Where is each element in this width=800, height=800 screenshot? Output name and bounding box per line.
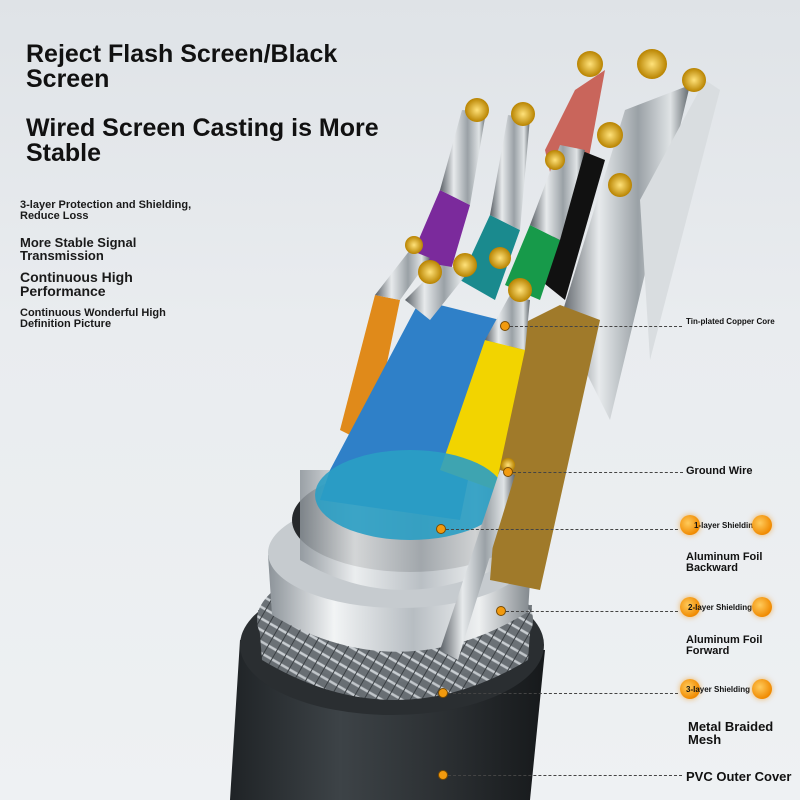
- feature-high-performance: Continuous High Performance: [20, 269, 133, 299]
- badge-label: 1-layer Shielding: [694, 521, 759, 530]
- callout-dot-aluminum-forward: [496, 606, 506, 616]
- callout-dot-pvc-cover: [438, 770, 448, 780]
- orange-ball-icon: [752, 515, 772, 535]
- label-pvc-outer-cover: PVC Outer Cover: [686, 769, 792, 784]
- callout-line-aluminum-backward: [446, 529, 678, 530]
- callout-dot-braided-mesh: [438, 688, 448, 698]
- badge-label: 2-layer Shielding: [688, 603, 753, 612]
- orange-ball-icon: [752, 597, 772, 617]
- callout-line-aluminum-forward: [506, 611, 678, 612]
- callout-line-tin-core: [510, 326, 682, 327]
- callout-dot-ground-wire: [503, 467, 513, 477]
- orange-ball-icon: [752, 679, 772, 699]
- callout-dot-aluminum-backward: [436, 524, 446, 534]
- label-aluminum-foil-backward: Aluminum Foil Backward: [686, 551, 763, 574]
- orange-ball-icon: [680, 679, 700, 699]
- callout-line-ground-wire: [513, 472, 683, 473]
- feature-protection: 3-layer Protection and Shielding, Reduce…: [20, 199, 192, 222]
- label-aluminum-foil-forward: Aluminum Foil Forward: [686, 634, 763, 657]
- feature-stable-signal: More Stable Signal Transmission: [20, 235, 137, 263]
- feature-hd-picture: Continuous Wonderful High Definition Pic…: [20, 307, 166, 330]
- shielding-badge-layer3: 3-layer Shielding: [680, 678, 776, 700]
- label-ground-wire: Ground Wire: [686, 465, 753, 477]
- headline-wired-casting: Wired Screen Casting is More Stable: [26, 114, 379, 167]
- shielding-badge-layer1: 1-layer Shielding: [680, 514, 776, 536]
- callout-line-braided-mesh: [448, 693, 678, 694]
- callout-line-pvc-cover: [448, 775, 682, 776]
- orange-ball-icon: [680, 597, 700, 617]
- callout-dot-tin-core: [500, 321, 510, 331]
- headline-reject-flash: Reject Flash Screen/Black Screen: [26, 40, 338, 93]
- label-tin-plated-core: Tin-plated Copper Core: [686, 317, 775, 326]
- badge-label: 3-layer Shielding: [686, 685, 751, 694]
- shielding-badge-layer2: 2-layer Shielding: [680, 596, 776, 618]
- label-metal-braided-mesh: Metal Braided Mesh: [688, 719, 774, 747]
- orange-ball-icon: [680, 515, 700, 535]
